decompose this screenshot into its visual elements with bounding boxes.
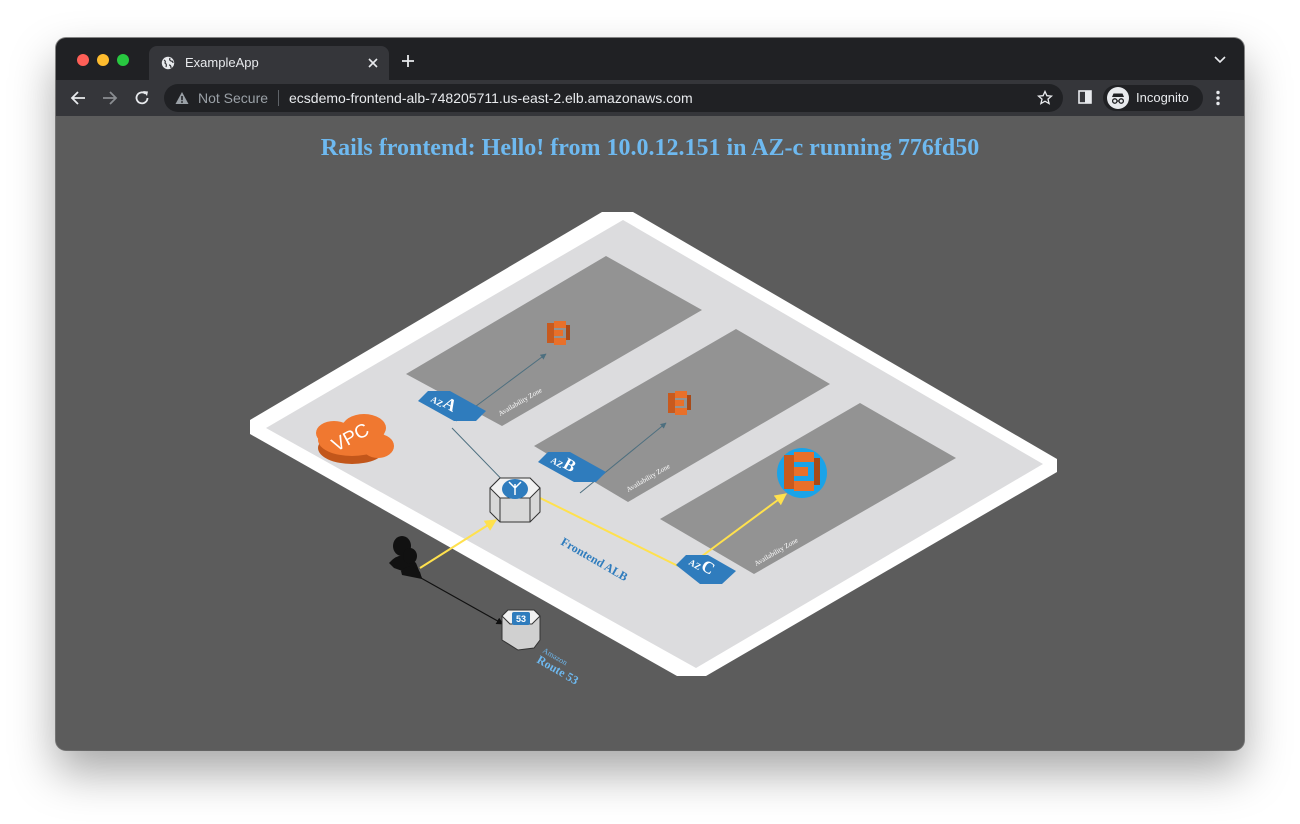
az-b-tag: AZ B bbox=[538, 452, 606, 482]
reload-icon[interactable] bbox=[134, 90, 150, 106]
user-icon bbox=[389, 536, 422, 579]
more-menu-icon[interactable] bbox=[1216, 90, 1220, 106]
close-window-button[interactable] bbox=[77, 54, 89, 66]
warning-icon[interactable] bbox=[175, 91, 189, 105]
incognito-icon bbox=[1107, 87, 1129, 109]
az-a-ecs-task-icon bbox=[547, 321, 570, 345]
tab-search-chevron-icon[interactable] bbox=[1214, 56, 1226, 64]
address-bar[interactable]: Not Secure ecsdemo-frontend-alb-74820571… bbox=[164, 84, 1063, 112]
az-b-panel bbox=[534, 329, 830, 502]
user-to-route53-arrow bbox=[420, 577, 504, 625]
vpc-cloud-icon bbox=[316, 414, 394, 464]
back-arrow-icon[interactable] bbox=[70, 90, 86, 106]
bookmark-star-icon[interactable] bbox=[1037, 90, 1053, 106]
tab-title: ExampleApp bbox=[185, 55, 259, 70]
address-separator bbox=[278, 90, 279, 106]
az-c-tag: AZ C bbox=[676, 555, 736, 584]
minimize-window-button[interactable] bbox=[97, 54, 109, 66]
page-headline: Rails frontend: Hello! from 10.0.12.151 … bbox=[320, 135, 980, 161]
alb-to-az-c-active-line bbox=[531, 493, 679, 567]
side-panel-icon[interactable] bbox=[1078, 90, 1092, 104]
browser-toolbar: Not Secure ecsdemo-frontend-alb-74820571… bbox=[56, 80, 1244, 116]
close-tab-icon[interactable] bbox=[367, 57, 379, 69]
az-c-ecs-task-active-icon bbox=[777, 448, 827, 498]
az-b-ecs-task-icon bbox=[668, 391, 691, 415]
url-text[interactable]: ecsdemo-frontend-alb-748205711.us-east-2… bbox=[289, 90, 693, 106]
browser-window: ExampleApp Not Secu bbox=[56, 38, 1244, 750]
incognito-label: Incognito bbox=[1136, 90, 1189, 105]
load-balancer-icon bbox=[489, 477, 541, 523]
forward-arrow-icon[interactable] bbox=[102, 90, 118, 106]
globe-icon bbox=[161, 56, 175, 70]
route53-badge: 53 bbox=[516, 614, 526, 624]
architecture-diagram: Availability Zone Availability Zone Avai… bbox=[250, 212, 1057, 687]
page-content: Rails frontend: Hello! from 10.0.12.151 … bbox=[56, 116, 1244, 750]
user-to-alb-active-arrow bbox=[419, 519, 498, 569]
route53-icon: 53 bbox=[501, 609, 541, 651]
zoom-window-button[interactable] bbox=[117, 54, 129, 66]
az-c-task-active-arrow bbox=[693, 493, 787, 563]
new-tab-icon[interactable] bbox=[401, 54, 415, 68]
security-status-label[interactable]: Not Secure bbox=[198, 90, 269, 106]
tab-strip: ExampleApp bbox=[56, 38, 1244, 80]
browser-tab[interactable]: ExampleApp bbox=[149, 46, 389, 80]
incognito-badge[interactable]: Incognito bbox=[1103, 85, 1203, 111]
az-a-tag: AZ A bbox=[418, 391, 486, 421]
